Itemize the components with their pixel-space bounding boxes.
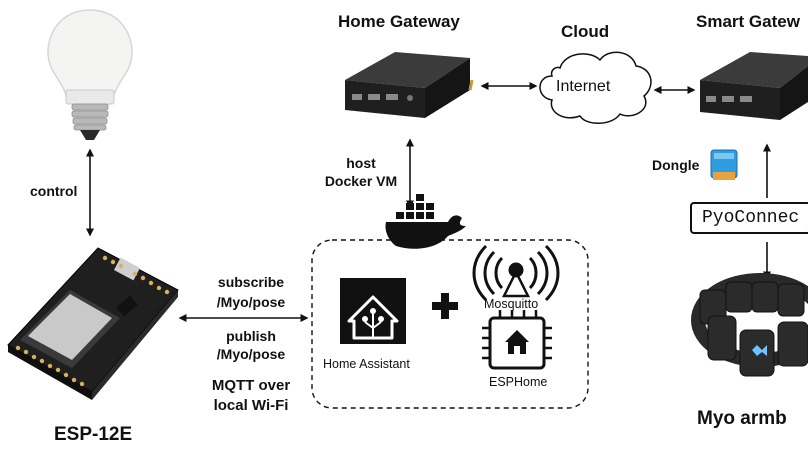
- host-label-line1: host: [346, 155, 376, 171]
- home-gateway-title: Home Gateway: [338, 12, 460, 31]
- mqtt-label-line2: local Wi-Fi: [213, 397, 289, 414]
- home-assistant-label: Home Assistant: [323, 357, 410, 371]
- pyoconnect-box: PyoConnec: [690, 202, 808, 234]
- gateway-device-icon: [345, 52, 474, 118]
- mqtt-label-line1: MQTT over: [211, 377, 291, 394]
- docker-vm-container: [311, 239, 589, 409]
- host-label-line2: Docker VM: [324, 173, 398, 189]
- smart-gateway-device-icon: [700, 52, 808, 120]
- esp-board-icon: [7, 247, 179, 400]
- smart-gateway-title: Smart Gatew: [696, 12, 800, 31]
- cloud-shape: [539, 51, 652, 124]
- myo-armband-icon: [691, 273, 808, 377]
- cloud-title: Cloud: [561, 22, 610, 41]
- publish-label-line2: /Myo/pose: [216, 346, 286, 362]
- myo-armband-title: Myo armb: [697, 408, 787, 429]
- dongle-label: Dongle: [652, 157, 700, 173]
- dongle-icon: [710, 149, 738, 180]
- cloud-internet-label: Internet: [556, 78, 611, 95]
- esp-board-title: ESP-12E: [54, 424, 133, 445]
- plus-icon: [432, 293, 458, 319]
- subscribe-label-line1: subscribe: [217, 274, 285, 290]
- mosquitto-icon: [472, 244, 560, 302]
- lightbulb-icon: [47, 9, 133, 140]
- publish-label-line1: publish: [226, 328, 276, 344]
- home-assistant-icon: [340, 278, 406, 344]
- esphome-icon: [482, 310, 552, 370]
- mosquitto-label: Mosquitto: [484, 297, 539, 311]
- esphome-label: ESPHome: [489, 375, 548, 389]
- control-label: control: [30, 183, 78, 199]
- subscribe-label-line2: /Myo/pose: [216, 294, 286, 310]
